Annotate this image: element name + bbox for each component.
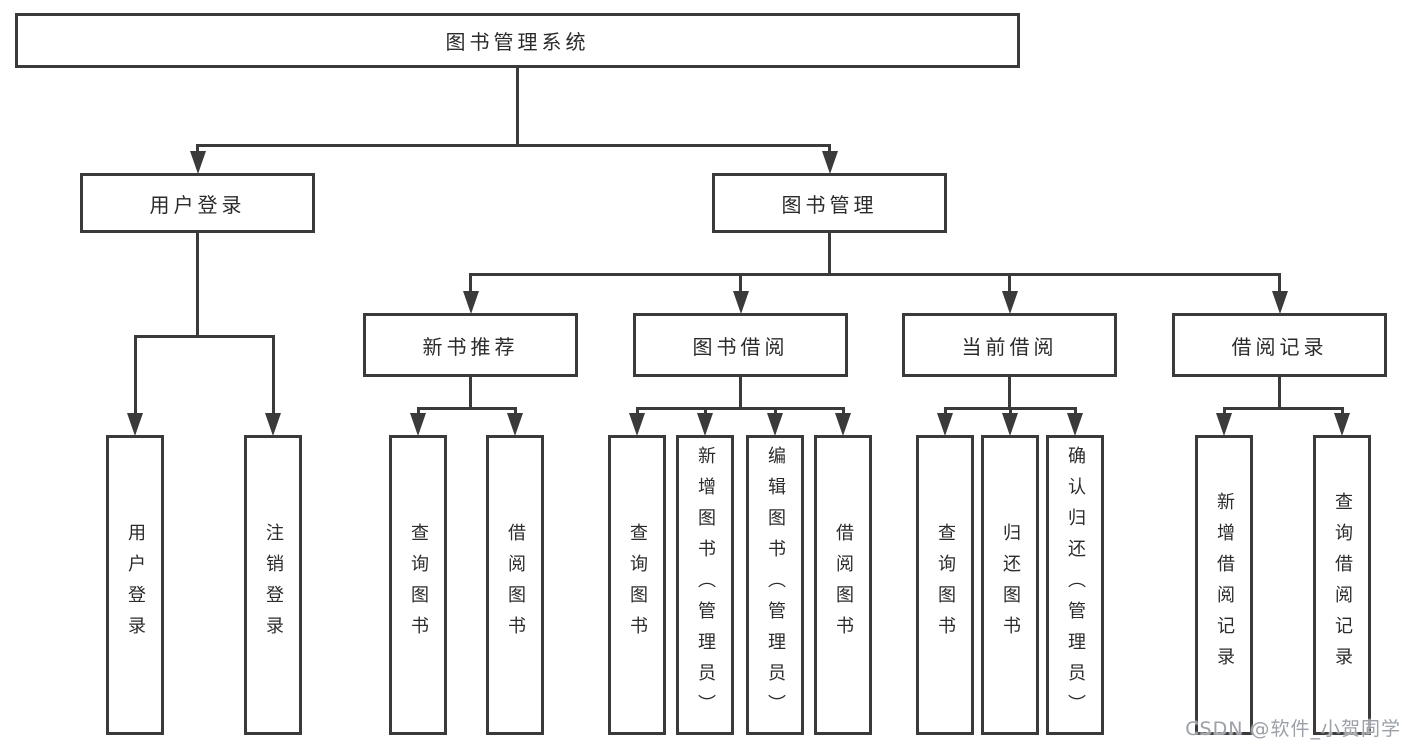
- arrowhead-down-icon: [507, 413, 523, 436]
- node-label: 确认归还（管理员）: [1065, 445, 1086, 725]
- node-label: 查询图书: [627, 523, 648, 647]
- csdn-watermark: CSDN @软件_小贺同学: [1185, 718, 1401, 740]
- node-root: 图书管理系统: [15, 13, 1020, 68]
- node-login-1: 用户登录: [106, 435, 164, 735]
- connector-line: [1008, 377, 1011, 408]
- arrowhead-down-icon: [835, 413, 851, 436]
- connector-line: [703, 408, 707, 413]
- arrowhead-down-icon: [1216, 413, 1232, 436]
- arrowhead-down-icon: [265, 413, 281, 436]
- node-label: 用户登录: [125, 523, 146, 647]
- node-borrow-1: 查询图书: [608, 435, 666, 735]
- connector-line: [416, 408, 420, 413]
- node-label: 图书管理系统: [445, 30, 590, 54]
- node-records-1: 新增借阅记录: [1195, 435, 1253, 735]
- arrowhead-down-icon: [1334, 413, 1350, 436]
- node-label: 用户登录: [149, 192, 246, 217]
- arrowhead-down-icon: [732, 291, 749, 314]
- node-borrow-4: 借阅图书: [814, 435, 872, 735]
- connector-line: [469, 377, 472, 408]
- node-records-2: 查询借阅记录: [1313, 435, 1371, 735]
- node-label: 当前借阅: [961, 334, 1058, 359]
- arrowhead-down-icon: [821, 151, 838, 174]
- connector-line: [635, 406, 845, 410]
- node-login: 用户登录: [80, 173, 315, 233]
- connector-line: [133, 334, 275, 338]
- connector-line: [133, 336, 137, 413]
- node-label: 借阅图书: [833, 523, 854, 647]
- connector-line: [1073, 408, 1077, 413]
- node-rec: 新书推荐: [363, 313, 578, 377]
- node-current: 当前借阅: [902, 313, 1117, 377]
- node-label: 编辑图书（管理员）: [765, 445, 786, 725]
- node-label: 图书管理: [781, 192, 878, 217]
- node-borrow: 图书借阅: [633, 313, 848, 377]
- connector-line: [739, 377, 742, 408]
- connector-line: [271, 336, 275, 413]
- arrowhead-down-icon: [189, 151, 206, 174]
- connector-line: [1278, 377, 1281, 408]
- connector-line: [943, 408, 947, 413]
- connector-line: [513, 408, 517, 413]
- arrowhead-down-icon: [127, 413, 143, 436]
- arrowhead-down-icon: [1271, 291, 1288, 314]
- connector-line: [1222, 408, 1226, 413]
- connector-line: [739, 274, 742, 291]
- connector-line: [196, 145, 199, 151]
- connector-line: [828, 233, 831, 274]
- arrowhead-down-icon: [937, 413, 953, 436]
- connector-line: [416, 406, 517, 410]
- node-label: 新增借阅记录: [1214, 492, 1235, 678]
- connector-line: [1340, 408, 1344, 413]
- node-mgmt: 图书管理: [712, 173, 947, 233]
- connector-line: [841, 408, 845, 413]
- node-borrow-3: 编辑图书（管理员）: [746, 435, 804, 735]
- arrowhead-down-icon: [629, 413, 645, 436]
- connector-line: [635, 408, 639, 413]
- node-label: 图书借阅: [692, 334, 789, 359]
- arrowhead-down-icon: [410, 413, 426, 436]
- node-borrow-2: 新增图书（管理员）: [676, 435, 734, 735]
- node-label: 注销登录: [263, 523, 284, 647]
- connector-line: [196, 233, 199, 336]
- connector-line: [469, 272, 1281, 276]
- node-records: 借阅记录: [1172, 313, 1387, 377]
- node-current-3: 确认归还（管理员）: [1046, 435, 1104, 735]
- node-rec-1: 查询图书: [389, 435, 447, 735]
- connector-line: [469, 274, 472, 291]
- connector-line: [1008, 408, 1012, 413]
- connector-line: [1278, 274, 1281, 291]
- arrowhead-down-icon: [767, 413, 783, 436]
- node-label: 查询图书: [408, 523, 429, 647]
- node-current-2: 归还图书: [981, 435, 1039, 735]
- connector-line: [828, 145, 831, 151]
- node-login-2: 注销登录: [244, 435, 302, 735]
- connector-line: [196, 143, 831, 147]
- node-rec-2: 借阅图书: [486, 435, 544, 735]
- arrowhead-down-icon: [1067, 413, 1083, 436]
- node-label: 借阅记录: [1231, 334, 1328, 359]
- arrowhead-down-icon: [462, 291, 479, 314]
- node-label: 查询借阅记录: [1332, 492, 1353, 678]
- node-label: 借阅图书: [505, 523, 526, 647]
- arrowhead-down-icon: [697, 413, 713, 436]
- connector-line: [516, 68, 519, 145]
- node-label: 新增图书（管理员）: [695, 445, 716, 725]
- connector-line: [1008, 274, 1011, 291]
- node-label: 新书推荐: [422, 334, 519, 359]
- connector-line: [773, 408, 777, 413]
- arrowhead-down-icon: [1001, 291, 1018, 314]
- connector-line: [1222, 406, 1344, 410]
- arrowhead-down-icon: [1002, 413, 1018, 436]
- node-current-1: 查询图书: [916, 435, 974, 735]
- node-label: 查询图书: [935, 523, 956, 647]
- node-label: 归还图书: [1000, 523, 1021, 647]
